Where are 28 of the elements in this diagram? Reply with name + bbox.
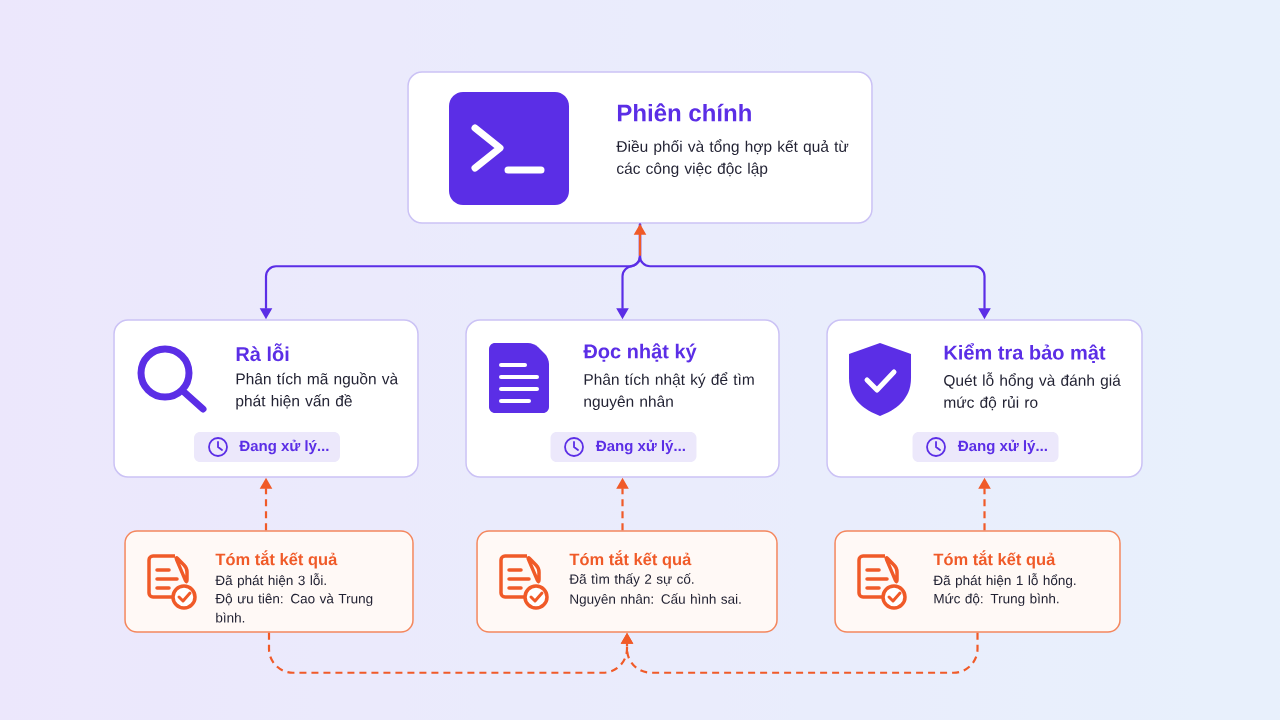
session-card: [407, 71, 873, 224]
card-description: Quét lỗ hổng và đánh giá mức độ rủi ro: [944, 372, 1121, 411]
arrow: [620, 632, 979, 674]
card-title: Tóm tắt kết quả: [569, 550, 692, 569]
card-description: Phân tích mã nguồn và phát hiện vấn đề: [236, 372, 399, 410]
task-card: [113, 319, 419, 478]
status-badge: Đang xử lý...: [550, 432, 697, 462]
card-description: Điều phối và tổng hợp kết quả từ các công việc độc lập: [616, 139, 849, 178]
card-description: Phân tích nhật ký để tìm nguyên nhân: [584, 372, 754, 411]
card-title: Phiên chính: [617, 103, 751, 122]
summary-card: [124, 530, 414, 633]
summary-line: Đã tìm thấy 2 sự cố.: [569, 573, 694, 587]
summary-card: [834, 530, 1121, 633]
task-card: [465, 319, 780, 478]
task-card: [826, 319, 1143, 478]
summary-line: Mức độ: Trung bình.: [934, 593, 1059, 607]
card-title: Đọc nhật ký: [583, 343, 697, 363]
summary-card: [476, 530, 778, 633]
summary-line: Độ ưu tiên: Cao và Trung bình.: [215, 593, 373, 623]
status-badge: Đang xử lý...: [194, 432, 340, 462]
card-title: Kiểm tra bảo mật: [944, 343, 1106, 364]
summary-line: Đã phát hiện 1 lỗ hổng.: [933, 573, 1076, 588]
card-title: Tóm tắt kết quả: [215, 550, 338, 569]
card-title: Tóm tắt kết quả: [933, 550, 1056, 569]
summary-line: Đã phát hiện 3 lỗi.: [215, 573, 326, 588]
summary-line: Nguyên nhân: Cấu hình sai.: [570, 593, 741, 607]
card-title: Rà lỗi: [236, 343, 289, 362]
status-badge: Đang xử lý...: [912, 432, 1059, 462]
